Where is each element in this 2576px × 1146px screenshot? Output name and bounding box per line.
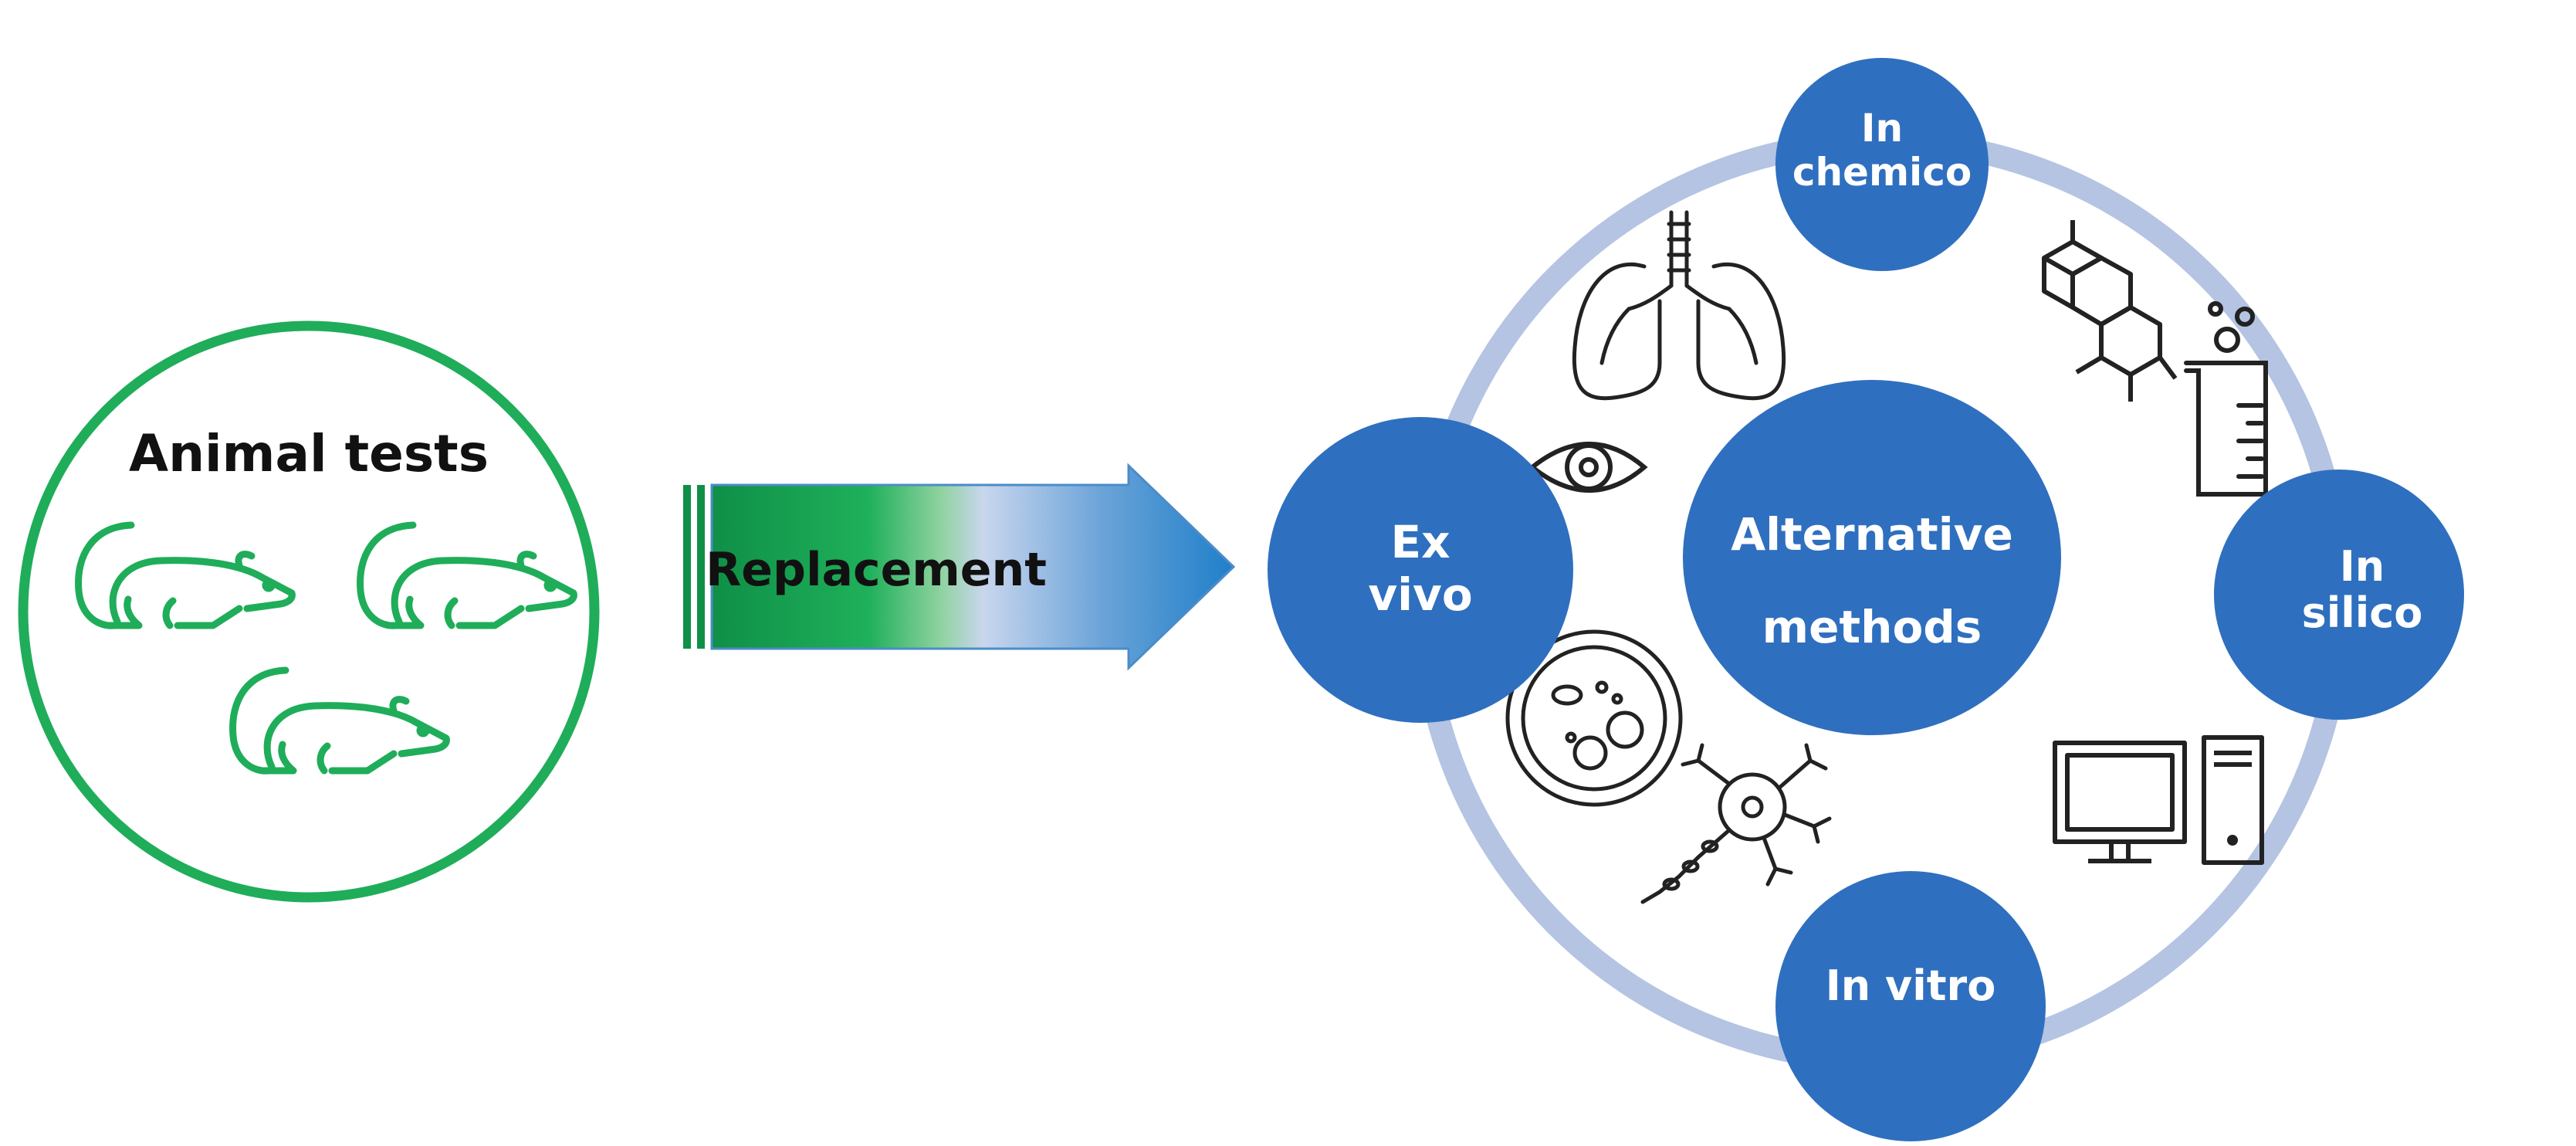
animal-tests-group: Animal tests — [18, 320, 600, 903]
in-chemico-line1: In — [1861, 106, 1903, 151]
alternative-methods-node: Alternative methods — [1683, 380, 2061, 735]
in-silico-line1: In — [2340, 542, 2385, 591]
in-chemico-node: In chemico — [1775, 58, 1989, 271]
rat-icon — [79, 525, 293, 626]
computer-icon — [2053, 735, 2264, 865]
in-vitro-label: In vitro — [1826, 961, 1996, 1010]
molecule-icon — [2042, 220, 2178, 402]
beaker-icon — [2184, 301, 2268, 497]
rat-icon — [361, 525, 574, 626]
petri-dish-icon — [1505, 629, 1683, 807]
replacement-label: Replacement — [706, 543, 1047, 597]
alternative-methods-line1: Alternative — [1731, 508, 2013, 561]
in-silico-line2: silico — [2302, 588, 2423, 637]
in-vitro-node: In vitro — [1775, 871, 2046, 1141]
neuron-icon — [1640, 743, 1832, 904]
rat-icon — [233, 670, 447, 771]
ex-vivo-line1: Ex — [1390, 516, 1450, 568]
animal-tests-circle — [18, 320, 600, 903]
ex-vivo-line2: vivo — [1368, 568, 1472, 621]
lungs-icon — [1572, 210, 1786, 401]
in-chemico-line2: chemico — [1792, 150, 1972, 195]
in-silico-node: In silico — [2214, 470, 2464, 720]
alternative-methods-line2: methods — [1762, 601, 1982, 653]
ex-vivo-node: Ex vivo — [1268, 417, 1573, 723]
animal-tests-title: Animal tests — [129, 424, 489, 483]
replacement-arrow: Replacement — [683, 463, 1236, 671]
eye-icon — [1528, 442, 1648, 493]
alternative-methods-group: Alternative methods In chemico Ex vivo I… — [1268, 58, 2464, 1141]
